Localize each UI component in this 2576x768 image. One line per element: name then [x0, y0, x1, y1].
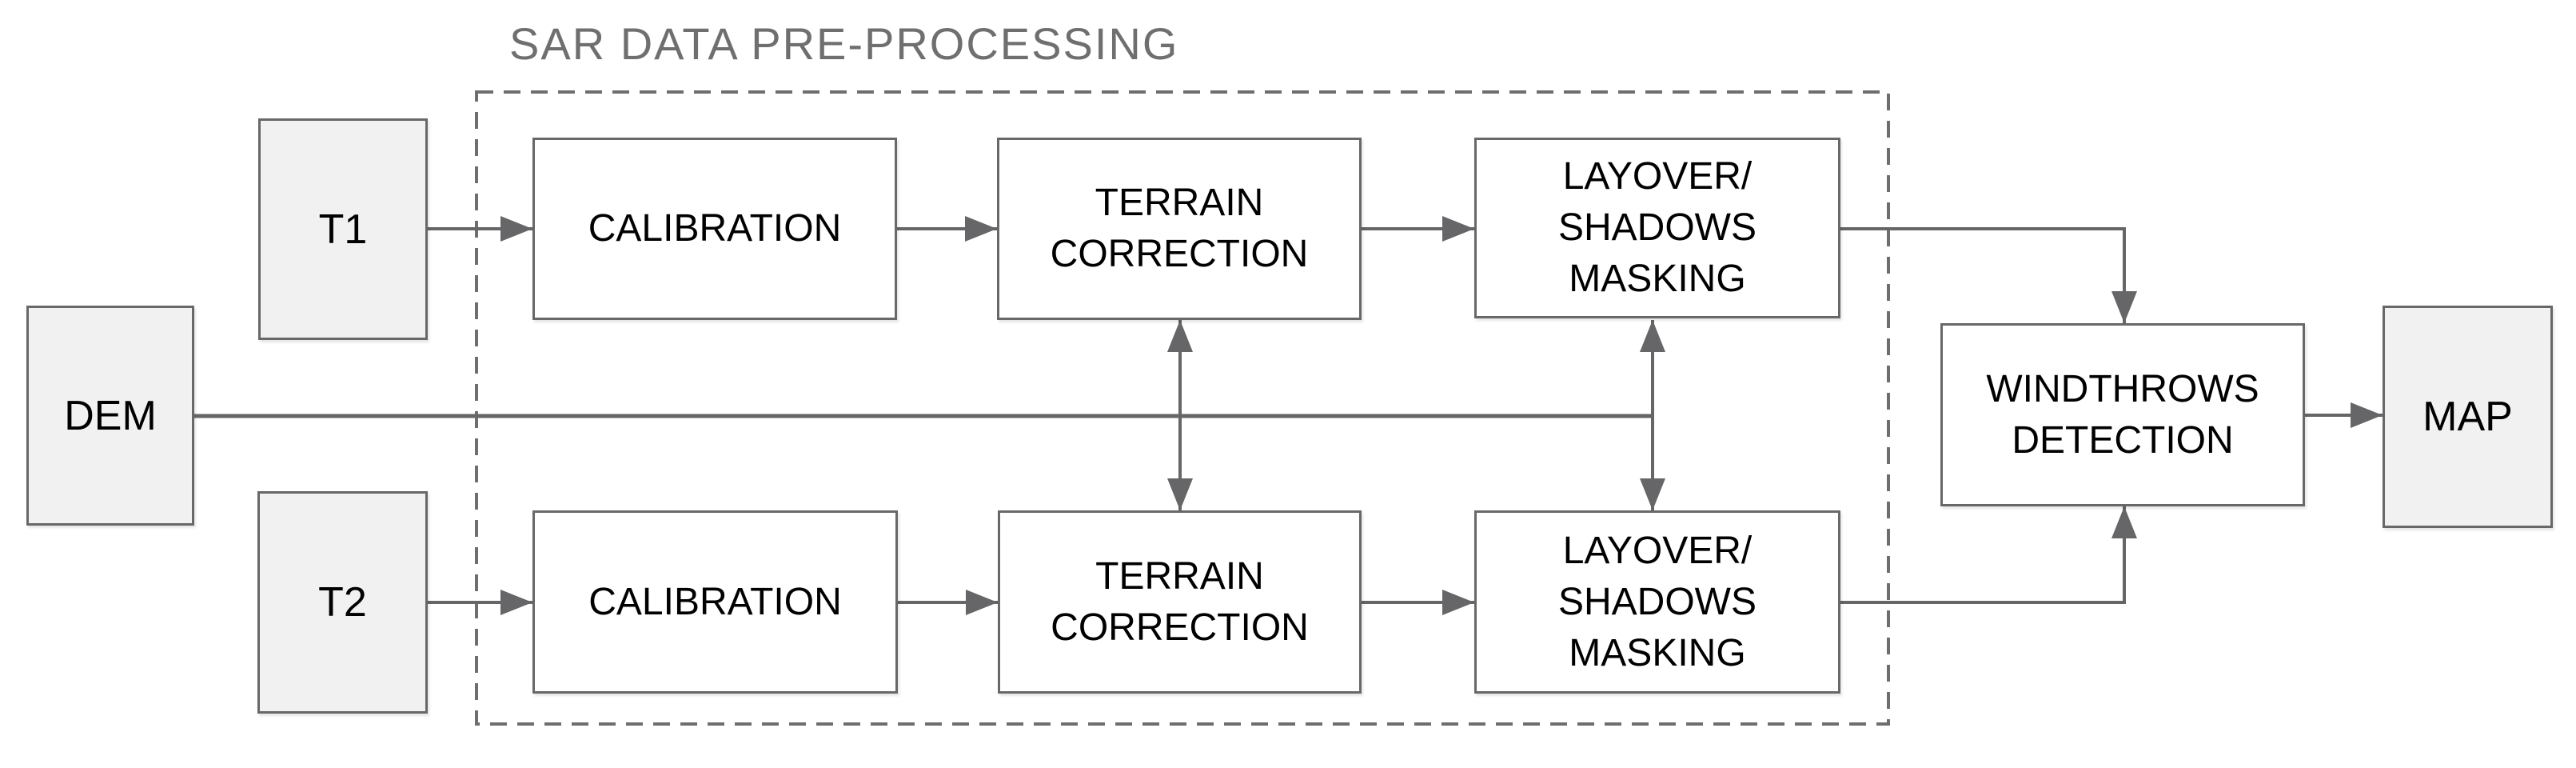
arrow-layover-t2-to-windthrows: [1840, 506, 2137, 604]
node-terrain-correction-t2: TERRAIN CORRECTION: [998, 510, 1362, 694]
node-layover-shadows-masking-t2-label: LAYOVER/ SHADOWS MASKING: [1557, 529, 1757, 674]
node-windthrows-detection: WINDTHROWS DETECTION: [1940, 323, 2305, 506]
arrow-layover-t1-to-windthrows: [1840, 227, 2137, 323]
node-dem: DEM: [26, 306, 194, 526]
node-terrain-correction-t1: TERRAIN CORRECTION: [997, 138, 1362, 320]
node-layover-shadows-masking-t1: LAYOVER/ SHADOWS MASKING: [1474, 138, 1840, 318]
node-terrain-correction-t2-label: TERRAIN CORRECTION: [1051, 554, 1309, 649]
node-t2: T2: [257, 491, 428, 714]
node-map: MAP: [2383, 306, 2553, 528]
node-layover-shadows-masking-t1-label: LAYOVER/ SHADOWS MASKING: [1557, 155, 1757, 300]
preprocessing-group-border: [475, 90, 1890, 726]
node-map-label: MAP: [2422, 394, 2513, 440]
node-calibration-t2-label: CALIBRATION: [588, 580, 842, 623]
node-windthrows-detection-label: WINDTHROWS DETECTION: [1986, 367, 2259, 462]
node-t1: T1: [258, 118, 428, 340]
node-layover-shadows-masking-t2: LAYOVER/ SHADOWS MASKING: [1474, 510, 1840, 694]
node-t1-label: T1: [318, 206, 368, 253]
preprocessing-group-title: SAR DATA PRE-PROCESSING: [509, 18, 1179, 69]
node-calibration-t2: CALIBRATION: [532, 510, 898, 694]
node-calibration-t1-label: CALIBRATION: [588, 207, 842, 250]
node-terrain-correction-t1-label: TERRAIN CORRECTION: [1050, 182, 1309, 275]
node-calibration-t1: CALIBRATION: [532, 138, 897, 320]
node-dem-label: DEM: [64, 392, 157, 439]
node-t2-label: T2: [318, 579, 367, 626]
